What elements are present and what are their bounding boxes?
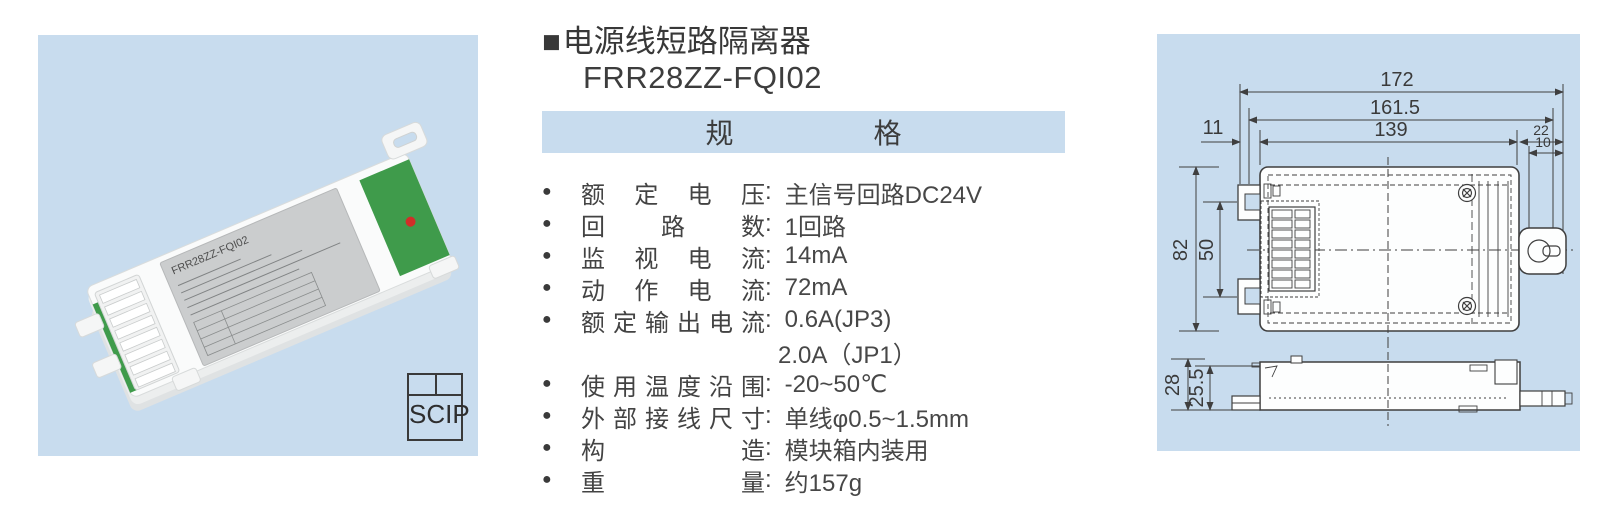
bullet-icon: ● [542,279,552,296]
spec-value: -20~50℃ [784,370,888,398]
scip-mark: SCIP [407,373,470,441]
spec-value: 1回路 [784,213,847,241]
spec-value: 单线φ0.5~1.5mm [784,405,969,433]
spec-header-char2: 格 [873,118,902,149]
spec-row: ● 动作电流 : 72mA [542,272,1102,305]
spec-label: 构造 [581,437,765,465]
spec-row: ● 额定电压 : 主信号回路DC24V [542,176,1102,209]
isolator-device: FRR28ZZ-FQI02 [74,121,460,411]
device-label: FRR28ZZ-FQI02 [159,188,381,366]
spec-row: ● 构造 : 模块箱内装用 [542,432,1102,465]
product-model: FRR28ZZ-FQI02 [583,60,823,95]
dim-82: 82 [1170,239,1192,261]
dim-11: 11 [1203,117,1224,139]
spec-label: 额定输出电流 [581,309,765,337]
bullet-icon: ● [542,215,552,232]
dimension-drawing: 172 161.5 139 11 22 10 82 50 28 25.5 [1162,69,1575,426]
bullet-icon: ● [542,407,552,424]
spec-value: 14mA [784,242,848,269]
spec-value: 2.0A（JP1） [778,341,917,369]
spec-colon: : [765,466,772,493]
screw-icon [1457,183,1477,316]
dimension-labels: 172 161.5 139 11 22 10 82 50 28 25.5 [1162,69,1551,407]
dimension-drawing-panel: 172 161.5 139 11 22 10 82 50 28 25.5 [1157,34,1580,451]
spec-value: 模块箱内装用 [784,437,929,465]
dim-25-5: 25.5 [1186,369,1208,408]
spec-colon: : [765,178,772,205]
spec-colon: : [765,306,772,333]
spec-row: ● 外部接线尺寸 : 单线φ0.5~1.5mm [542,400,1102,433]
spec-row-continuation: 2.0A（JP1） [542,336,1102,369]
spec-label: 重量 [581,469,765,497]
spec-value: 0.6A(JP3) [784,306,892,333]
spec-row: ● 使用温度沿围 : -20~50℃ [542,368,1102,401]
product-name: 电源线短路隔离器 [562,24,811,59]
spec-colon: : [765,434,772,461]
top-view [1179,84,1575,341]
bullet-icon: ● [542,439,552,456]
bullet-icon: ● [542,311,552,328]
dim-28: 28 [1162,374,1184,396]
spec-colon: : [765,274,772,301]
led-indicator [405,216,416,227]
spec-value: 约157g [784,469,863,497]
spec-colon: : [765,370,772,397]
spec-label: 额定电压 [581,181,765,209]
dim-50: 50 [1196,239,1218,261]
spec-value: 72mA [784,274,848,301]
bullet-icon: ● [542,247,552,264]
spec-row: ● 重量 : 约157g [542,464,1102,497]
spec-list: ● 额定电压 : 主信号回路DC24V ● 回路数 : 1回路 ● 监视电流 :… [542,176,1102,497]
spec-label: 回路数 [581,213,765,241]
dim-139: 139 [1374,119,1407,141]
spec-colon: : [765,210,772,237]
spec-row: ● 额定输出电流 : 0.6A(JP3) [542,304,1102,337]
spec-header-band: 规 格 [542,111,1065,153]
scip-label: SCIP [409,399,470,429]
spec-label: 动作电流 [581,277,765,305]
product-photo-panel: FRR28ZZ-FQI02 [38,35,478,456]
bullet-icon: ● [542,471,552,488]
bullet-icon: ● [542,375,552,392]
product-photo: FRR28ZZ-FQI02 [74,121,460,411]
spec-value: 主信号回路DC24V [784,181,983,209]
pcb-right [359,159,450,277]
dim-161-5: 161.5 [1370,97,1420,119]
dim-10: 10 [1535,134,1551,150]
spec-label: 监视电流 [581,245,765,273]
spec-colon: : [765,242,772,269]
keyhole-slot [393,131,418,148]
spec-row: ● 回路数 : 1回路 [542,208,1102,241]
title-block: ■电源线短路隔离器 FRR28ZZ-FQI02 [542,24,822,96]
spec-label: 使用温度沿围 [581,373,765,401]
mounting-clip [1237,184,1261,315]
scip-mark-cells [409,375,461,396]
spec-colon: : [765,402,772,429]
section-marker-icon: ■ [542,24,561,59]
spec-header-char1: 规 [705,118,734,149]
spec-row: ● 监视电流 : 14mA [542,240,1102,273]
dim-22: 22 [1533,122,1549,138]
dim-172: 172 [1380,69,1413,91]
page-title: ■电源线短路隔离器 [542,24,822,60]
keyhole-mount-tab [1518,227,1567,275]
bullet-icon: ● [542,183,552,200]
spec-label: 外部接线尺寸 [581,405,765,433]
side-view [1171,340,1573,426]
